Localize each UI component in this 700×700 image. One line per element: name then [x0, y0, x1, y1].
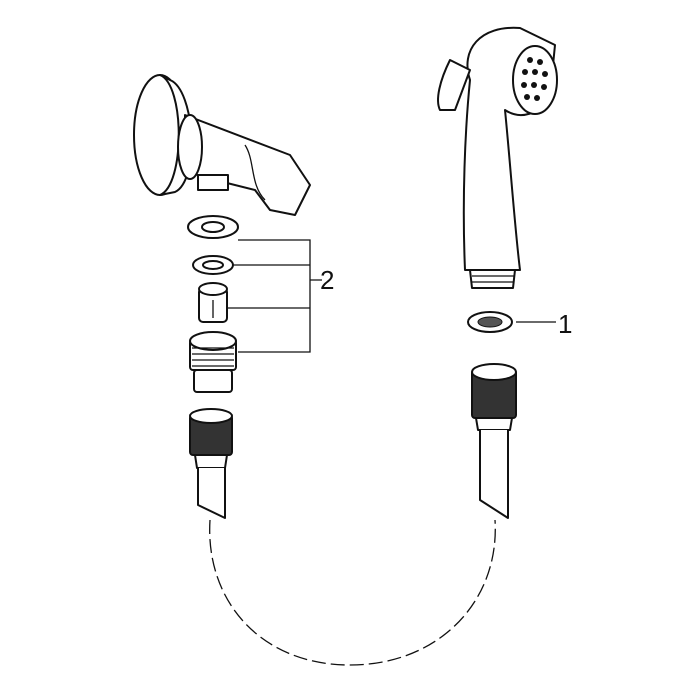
hose-connector-left [189, 408, 233, 519]
callout-2-leader [228, 239, 322, 353]
seal-washer-small [192, 255, 234, 275]
hand-shower [437, 26, 558, 289]
seal-washer-large [187, 215, 239, 239]
check-valve [198, 282, 228, 323]
wall-bracket [133, 74, 311, 216]
hose-loop [209, 519, 496, 666]
filter-washer [467, 311, 513, 333]
callout-label-1: 1 [558, 309, 573, 339]
callout-label-2: 2 [320, 265, 335, 295]
adapter-nut [189, 331, 237, 393]
hose-connector-right [471, 363, 517, 519]
